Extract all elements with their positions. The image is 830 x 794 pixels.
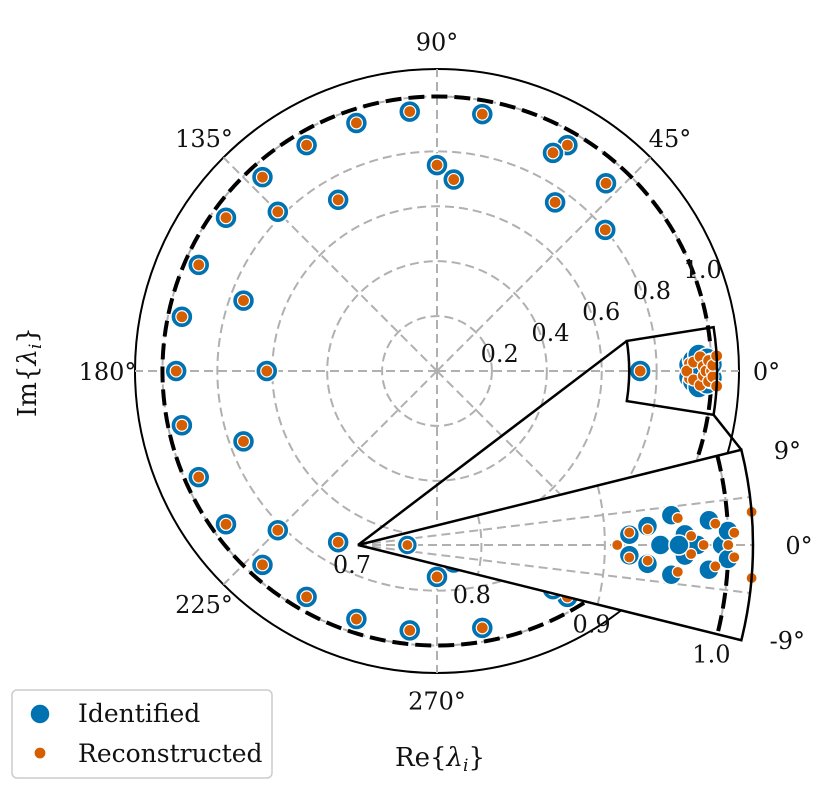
reconstructed-point: [299, 590, 314, 604]
y-axis-label: Im{λi}: [13, 327, 46, 417]
inset-angular-grid: [357, 544, 751, 594]
reconstructed-point: [447, 172, 461, 187]
inset-angle-tick-label: -9°: [770, 627, 805, 655]
angle-tick-label: 90°: [416, 29, 459, 57]
inset-identified-point: [668, 534, 690, 556]
inset-angle-tick-label: 0°: [785, 532, 812, 560]
inset-radial-tick-label: 0.9: [573, 611, 611, 639]
angle-tick-label: 180°: [79, 358, 137, 386]
angle-tick-label: 135°: [175, 125, 233, 153]
inset-frame: [357, 448, 755, 642]
angular-grid-spoke: [436, 156, 652, 372]
angle-tick-label: 225°: [175, 591, 233, 619]
legend: Identified Reconstructed: [11, 689, 273, 779]
inset-angle-tick-label: 9°: [774, 437, 801, 465]
reconstructed-point: [403, 105, 417, 119]
reconstructed-point: [680, 364, 694, 378]
angular-grid-spoke: [222, 370, 438, 586]
inset-radial-tick-label: 0.7: [333, 551, 371, 579]
reconstructed-point: [169, 364, 183, 378]
inset-radial-grid: [596, 485, 606, 605]
legend-reconstructed-label: Reconstructed: [78, 739, 263, 768]
legend-frame: [11, 689, 273, 779]
reconstructed-point: [255, 558, 270, 572]
inset-reconstructed-point: [623, 526, 636, 539]
x-axis-label: Re{λi}: [395, 743, 485, 776]
reconstructed-point: [349, 116, 364, 130]
inset-reconstructed-point: [685, 529, 698, 543]
inset-identified-point: [649, 534, 672, 556]
inset-reconstructed-point: [611, 538, 624, 552]
reconstructed-point: [255, 170, 270, 184]
inset-reconstructed-point: [697, 538, 710, 552]
inset-radial-grid: [476, 515, 483, 575]
reconstructed-point: [236, 434, 251, 449]
inset-reconstructed-point: [709, 560, 722, 573]
reconstructed-point: [598, 223, 612, 237]
main-scatter-points: [164, 99, 724, 643]
reconstructed-point: [219, 211, 233, 225]
radial-tick-label: 0.4: [531, 319, 569, 347]
reconstructed-point: [271, 205, 285, 219]
inset-reconstructed-point: [728, 551, 741, 564]
inset-reconstructed-point: [641, 523, 654, 536]
inset-reconstructed-point: [623, 551, 636, 564]
legend-reconstructed-marker: [33, 746, 47, 760]
angle-tick-label: 270°: [408, 687, 466, 715]
reconstructed-point: [599, 176, 613, 190]
reconstructed-point: [548, 195, 562, 209]
reconstructed-point: [403, 623, 417, 637]
reconstructed-point: [175, 310, 189, 324]
inset-radial-tick-label: 0.8: [453, 581, 491, 609]
inset-reconstructed-point: [685, 547, 698, 561]
zoom-connector-line: [357, 339, 628, 546]
inset-reconstructed-point: [709, 517, 722, 530]
reconstructed-point: [175, 418, 189, 432]
angle-tick-label: 45°: [649, 125, 692, 153]
radial-tick-label: 0.2: [481, 340, 519, 368]
inset-reconstructed-point: [722, 538, 735, 552]
angular-grid-spoke: [222, 156, 438, 372]
zoom-region-box: [357, 325, 743, 546]
radial-grid-ring: [216, 150, 658, 592]
legend-identified-marker: [29, 703, 51, 725]
radial-grid-ring: [381, 315, 493, 427]
radial-tick-label: 1.0: [684, 256, 722, 284]
zoom-connector-line: [712, 414, 743, 451]
reconstructed-point: [475, 621, 489, 635]
radial-tick-label: 0.8: [633, 277, 671, 305]
inset-reconstructed-point: [728, 526, 741, 539]
reconstructed-point: [430, 570, 444, 584]
angle-tick-label: 0°: [753, 358, 780, 386]
inset-angular-grid: [357, 496, 751, 546]
legend-identified-label: Identified: [78, 699, 200, 728]
reconstructed-point: [475, 107, 489, 121]
inset-reconstructed-point: [641, 554, 654, 567]
reconstructed-point: [331, 535, 345, 549]
reconstructed-point: [546, 146, 560, 160]
reconstructed-point: [349, 612, 364, 626]
reconstructed-point: [560, 138, 575, 152]
angular-grid-spoke: [436, 370, 652, 586]
inset-reconstructed-point: [671, 565, 684, 578]
inset-reconstructed-point: [401, 538, 414, 552]
reconstructed-point: [260, 364, 274, 378]
reconstructed-point: [236, 293, 251, 308]
reconstructed-point: [219, 517, 233, 531]
reconstructed-point: [299, 138, 314, 152]
inset-radial-tick-label: 1.0: [692, 640, 730, 668]
reconstructed-point: [271, 523, 285, 537]
reconstructed-point: [633, 364, 647, 378]
radial-tick-label: 0.6: [582, 298, 620, 326]
reconstructed-point: [430, 158, 444, 172]
inset-reconstructed-point: [671, 512, 684, 525]
reconstructed-point: [331, 193, 345, 207]
reconstructed-point: [192, 470, 206, 484]
reconstructed-point: [192, 258, 206, 272]
radial-grid-ring: [326, 260, 548, 482]
zoom-region-outline: [625, 325, 719, 417]
inset-zoom-plot: -9° 0° 9° 0.7 0.8 0.9 1.0: [333, 437, 813, 668]
